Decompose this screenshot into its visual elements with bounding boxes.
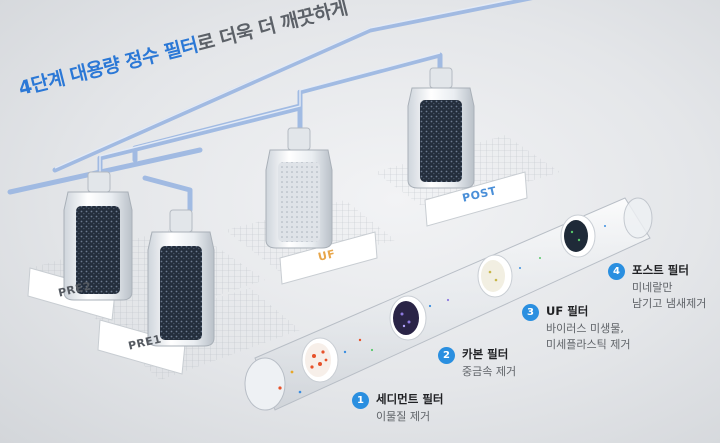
pipe-highlights [54,0,514,178]
pre2-filter-bottle [63,171,133,301]
step-number-badge: 4 [608,263,625,280]
post-filter-bottle [407,67,475,189]
step-number-badge: 1 [352,392,369,409]
step-number-badge: 2 [438,347,455,364]
water-pipes [7,0,533,213]
step-desc: 남기고 냄새제거 [632,297,707,310]
step-desc: 이물질 제거 [376,410,431,423]
step-number-badge: 3 [522,304,539,321]
cross-section-tube [244,197,653,411]
step-desc: 중금속 제거 [462,365,517,378]
step-title: 카본 필터 [462,347,509,361]
step-title: 세디먼트 필터 [376,392,444,406]
step-title: 포스트 필터 [632,263,689,277]
step-desc: 미네랄만 [632,281,673,294]
uf-filter-bottle [265,127,333,249]
step-title: UF 필터 [546,304,589,318]
particles [278,225,606,394]
pre1-filter-bottle [147,209,215,347]
step-desc: 바이러스 미생물, [546,322,624,335]
step-desc: 미세플라스틱 제거 [546,338,631,351]
